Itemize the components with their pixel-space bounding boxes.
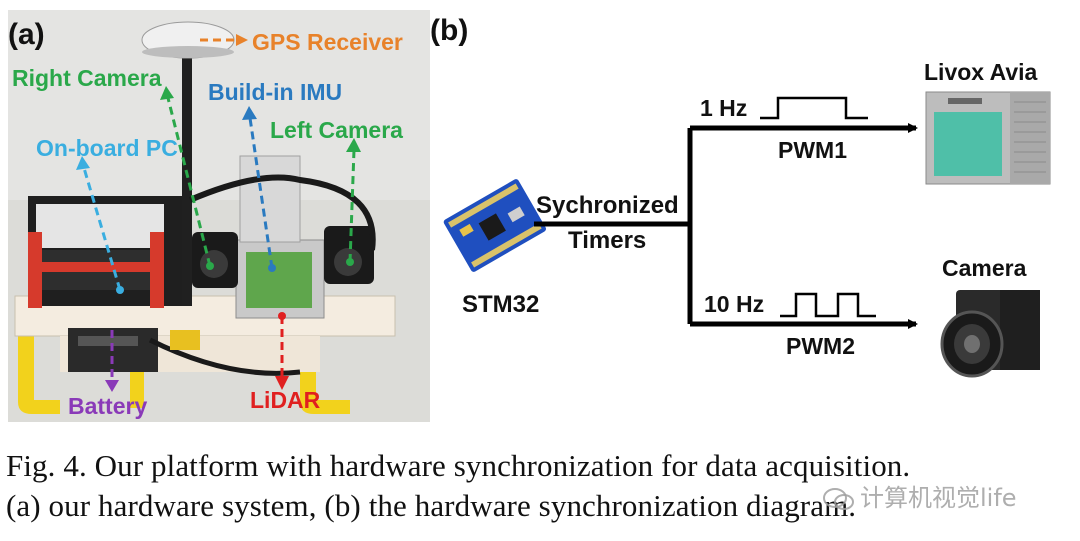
timer-label-line2: Timers <box>568 227 646 254</box>
wechat-icon <box>823 488 854 510</box>
pwm1-pulse <box>760 96 868 120</box>
livox-avia-label: Livox Avia <box>924 59 1038 85</box>
pwm2-label: PWM2 <box>786 333 855 359</box>
camera-label: Camera <box>942 255 1027 281</box>
pwm2-pulse <box>780 292 876 318</box>
gps-receiver-label: GPS Receiver <box>252 29 403 55</box>
figure-caption-line2: (a) our hardware system, (b) the hardwar… <box>6 488 857 523</box>
pwm2-frequency: 10 Hz <box>704 291 764 317</box>
gps-pole <box>182 56 192 306</box>
right-camera-body <box>192 232 238 288</box>
photo-arrowheads <box>76 34 361 392</box>
watermark-text: 计算机视觉life <box>860 484 1017 512</box>
pwm1-label: PWM1 <box>778 137 847 163</box>
panel-a-label: (a) <box>8 18 45 51</box>
stm32-label: STM32 <box>462 291 539 318</box>
pwm1-frequency: 1 Hz <box>700 95 747 121</box>
timer-label-line1: Sychronized <box>536 192 679 219</box>
battery-label: Battery <box>68 393 147 419</box>
figure-caption-line1: Fig. 4. Our platform with hardware synch… <box>6 448 911 483</box>
photo-annotation-arrows <box>82 38 356 382</box>
hardware-photo <box>8 10 430 422</box>
panel-b-label: (b) <box>430 14 468 47</box>
right-camera-label: Right Camera <box>12 65 162 91</box>
imu-label: Build-in IMU <box>208 79 342 105</box>
livox-avia-icon <box>925 91 1051 185</box>
camera-device-icon <box>940 290 1040 378</box>
stm32-board-icon <box>443 179 547 272</box>
left-camera-label: Left Camera <box>270 117 403 143</box>
sync-connectors <box>534 123 918 329</box>
onboard-pc-label: On-board PC <box>36 135 178 161</box>
watermark: 计算机视觉life <box>822 478 1017 513</box>
lidar-label: LiDAR <box>250 387 321 413</box>
